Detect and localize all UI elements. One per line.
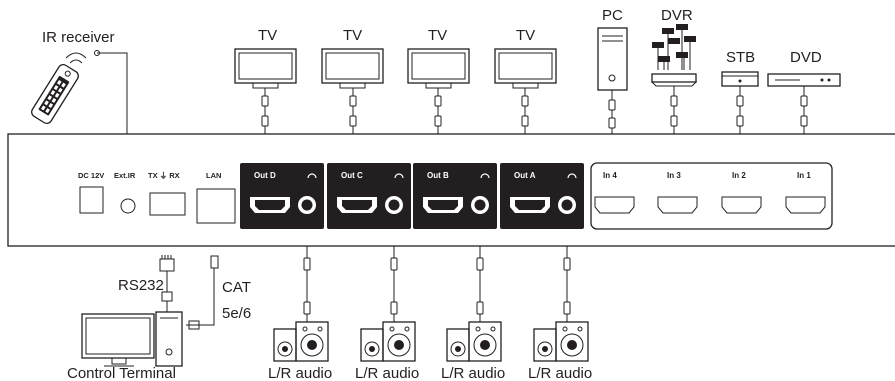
dc-port-label: DC 12V [78,171,104,180]
cat-label: CAT [222,279,251,296]
input-label: In 4 [603,171,617,180]
audio-label: L/R audio [528,365,592,381]
speaker-pair-icon [273,321,329,362]
tv-display-3: TV [321,27,384,89]
pc-tower-icon: PC [597,7,628,91]
ir-receiver-cable [97,52,128,134]
tv-label: TV [428,27,447,44]
output-port-d: Out D [240,163,324,229]
audio-label: L/R audio [268,365,332,381]
tv-display-4: TV [234,27,297,89]
ir-receiver-label: IR receiver [42,29,115,46]
output-label: Out A [514,171,536,180]
input-ports-group: In 4 In 3 In 2 In 1 [590,162,833,230]
rs232-port: TX ⏚ RX [148,171,186,216]
cat-cable-icon [186,255,219,330]
input-label: In 2 [732,171,746,180]
ext-ir-port: Ext.IR [114,171,136,214]
dvd-player-icon: DVD [767,49,841,87]
headphone-icon [567,173,577,179]
audio-label: L/R audio [441,365,505,381]
audio-label: L/R audio [355,365,419,381]
speaker-pair-icon [446,321,502,362]
hdmi-cables-top [264,86,805,134]
hdmi-plugs-top [261,95,808,129]
control-terminal-computer-icon [81,311,183,367]
output-port-c: Out C [327,163,411,229]
rs232-label: RS232 [118,277,164,294]
tv-label: TV [516,27,535,44]
speaker-pair-icon [360,321,416,362]
input-label: In 3 [667,171,681,180]
output-port-b: Out B [413,163,497,229]
dc-power-port: DC 12V [78,171,104,214]
output-port-a: Out A [500,163,584,229]
tv-label: TV [343,27,362,44]
audio-cables [306,246,568,322]
speaker-pair-icon [533,321,589,362]
pc-label: PC [602,7,623,24]
dvd-label: DVD [790,49,822,66]
dvr-camera-icon: DVR [650,7,698,87]
tv-display-2: TV [407,27,470,89]
txrx-label: TX ⏚ RX [148,171,180,180]
control-terminal-label: Control Terminal [67,365,176,381]
lan-port: LAN [196,171,236,224]
lan-label: LAN [206,171,221,180]
ir-signal-icon [65,52,87,64]
output-label: Out B [427,171,449,180]
audio-plugs [303,257,571,315]
tv-label: TV [258,27,277,44]
headphone-icon [394,173,404,179]
stb-label: STB [726,49,755,66]
output-label: Out C [341,171,363,180]
headphone-icon [480,173,490,179]
device-rear-panel [7,133,895,247]
cat-sub-label: 5e/6 [222,305,251,322]
dvr-label: DVR [661,7,693,24]
headphone-icon [307,173,317,179]
stb-box-icon: STB [721,49,759,87]
remote-control-icon [31,63,79,125]
ext-ir-label: Ext.IR [114,171,136,180]
output-label: Out D [254,171,276,180]
input-label: In 1 [797,171,811,180]
tv-display-1: TV [494,27,557,89]
